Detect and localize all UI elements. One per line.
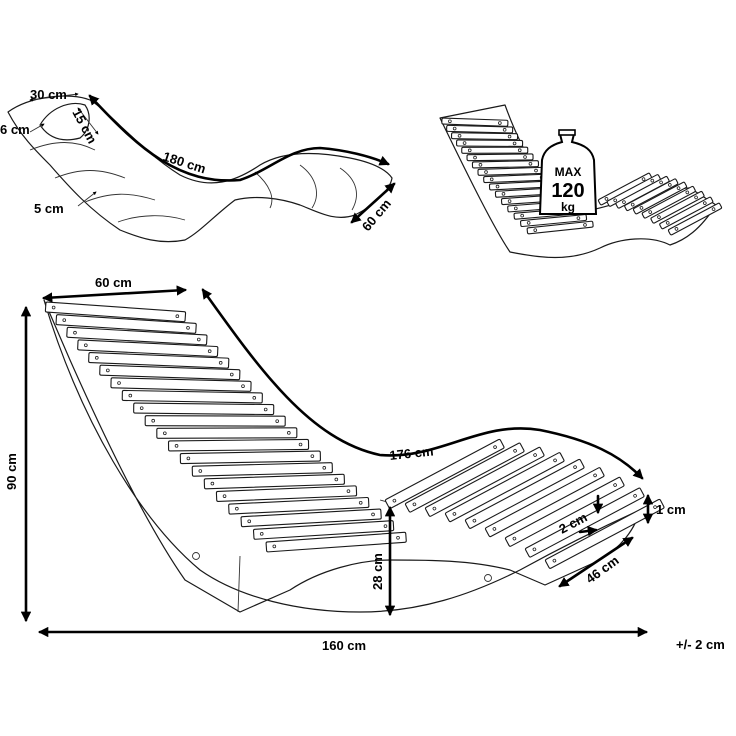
lounger-slat [156,427,298,439]
base-length-label: 160 cm [322,638,366,653]
lounger-slat [55,314,197,334]
small-lounger-slat [650,191,705,224]
weight-icon [538,129,598,215]
lounger-slat [167,438,310,452]
lounger-illustration [20,285,665,638]
lounger-slat [44,301,187,323]
lounger-height-label: 90 cm [4,453,19,490]
small-lounger-slat [624,178,679,212]
pillow-height-label: 15 cm [69,106,100,146]
small-lounger-slat [641,185,696,219]
lounger-slat [265,531,407,553]
small-lounger-slat [456,139,524,148]
slat-thickness-label: 1 cm [656,502,686,517]
small-lounger-slat [659,196,714,230]
lounger-length-curve-label: 176 cm [389,443,434,463]
small-lounger-slat [446,124,514,134]
small-lounger-slat [519,213,588,228]
small-lounger-slat [450,132,519,141]
small-lounger-slat [461,146,529,154]
lounger-width-label: 60 cm [95,275,132,290]
small-lounger-slat [466,153,534,162]
small-lounger-slat [615,176,670,209]
tolerance-label: +/- 2 cm [676,637,725,652]
lounger-load-illustration: MAX 120 kg [439,104,723,259]
pillow-width-label: 6 cm [0,122,30,137]
cushion-depth-label: 60 cm [359,196,394,234]
small-lounger-slat [441,117,509,127]
cushion-thickness-label: 5 cm [34,201,64,216]
lounger-slat [144,415,286,427]
max-load-unit: kg [561,200,575,214]
lounger-slat [504,476,625,547]
cushion-illustration [7,92,396,243]
small-lounger-slat [632,181,688,215]
lounger-slat [121,389,263,404]
small-lounger-slat [471,160,540,169]
lounger-slat [215,485,358,502]
lounger-slat [524,487,645,558]
small-lounger-slat [667,202,723,236]
lounger-slat [240,508,382,528]
lounger-slat [191,462,333,477]
max-load-value: 120 [551,180,584,202]
small-lounger-slat [526,220,594,235]
max-label: MAX [555,165,582,179]
lounger-slat [228,496,370,515]
lounger-slat [133,402,275,416]
lounger-slat [179,450,321,465]
seat-height-label: 28 cm [370,553,385,590]
cushion-width-label: 30 cm [30,87,67,102]
